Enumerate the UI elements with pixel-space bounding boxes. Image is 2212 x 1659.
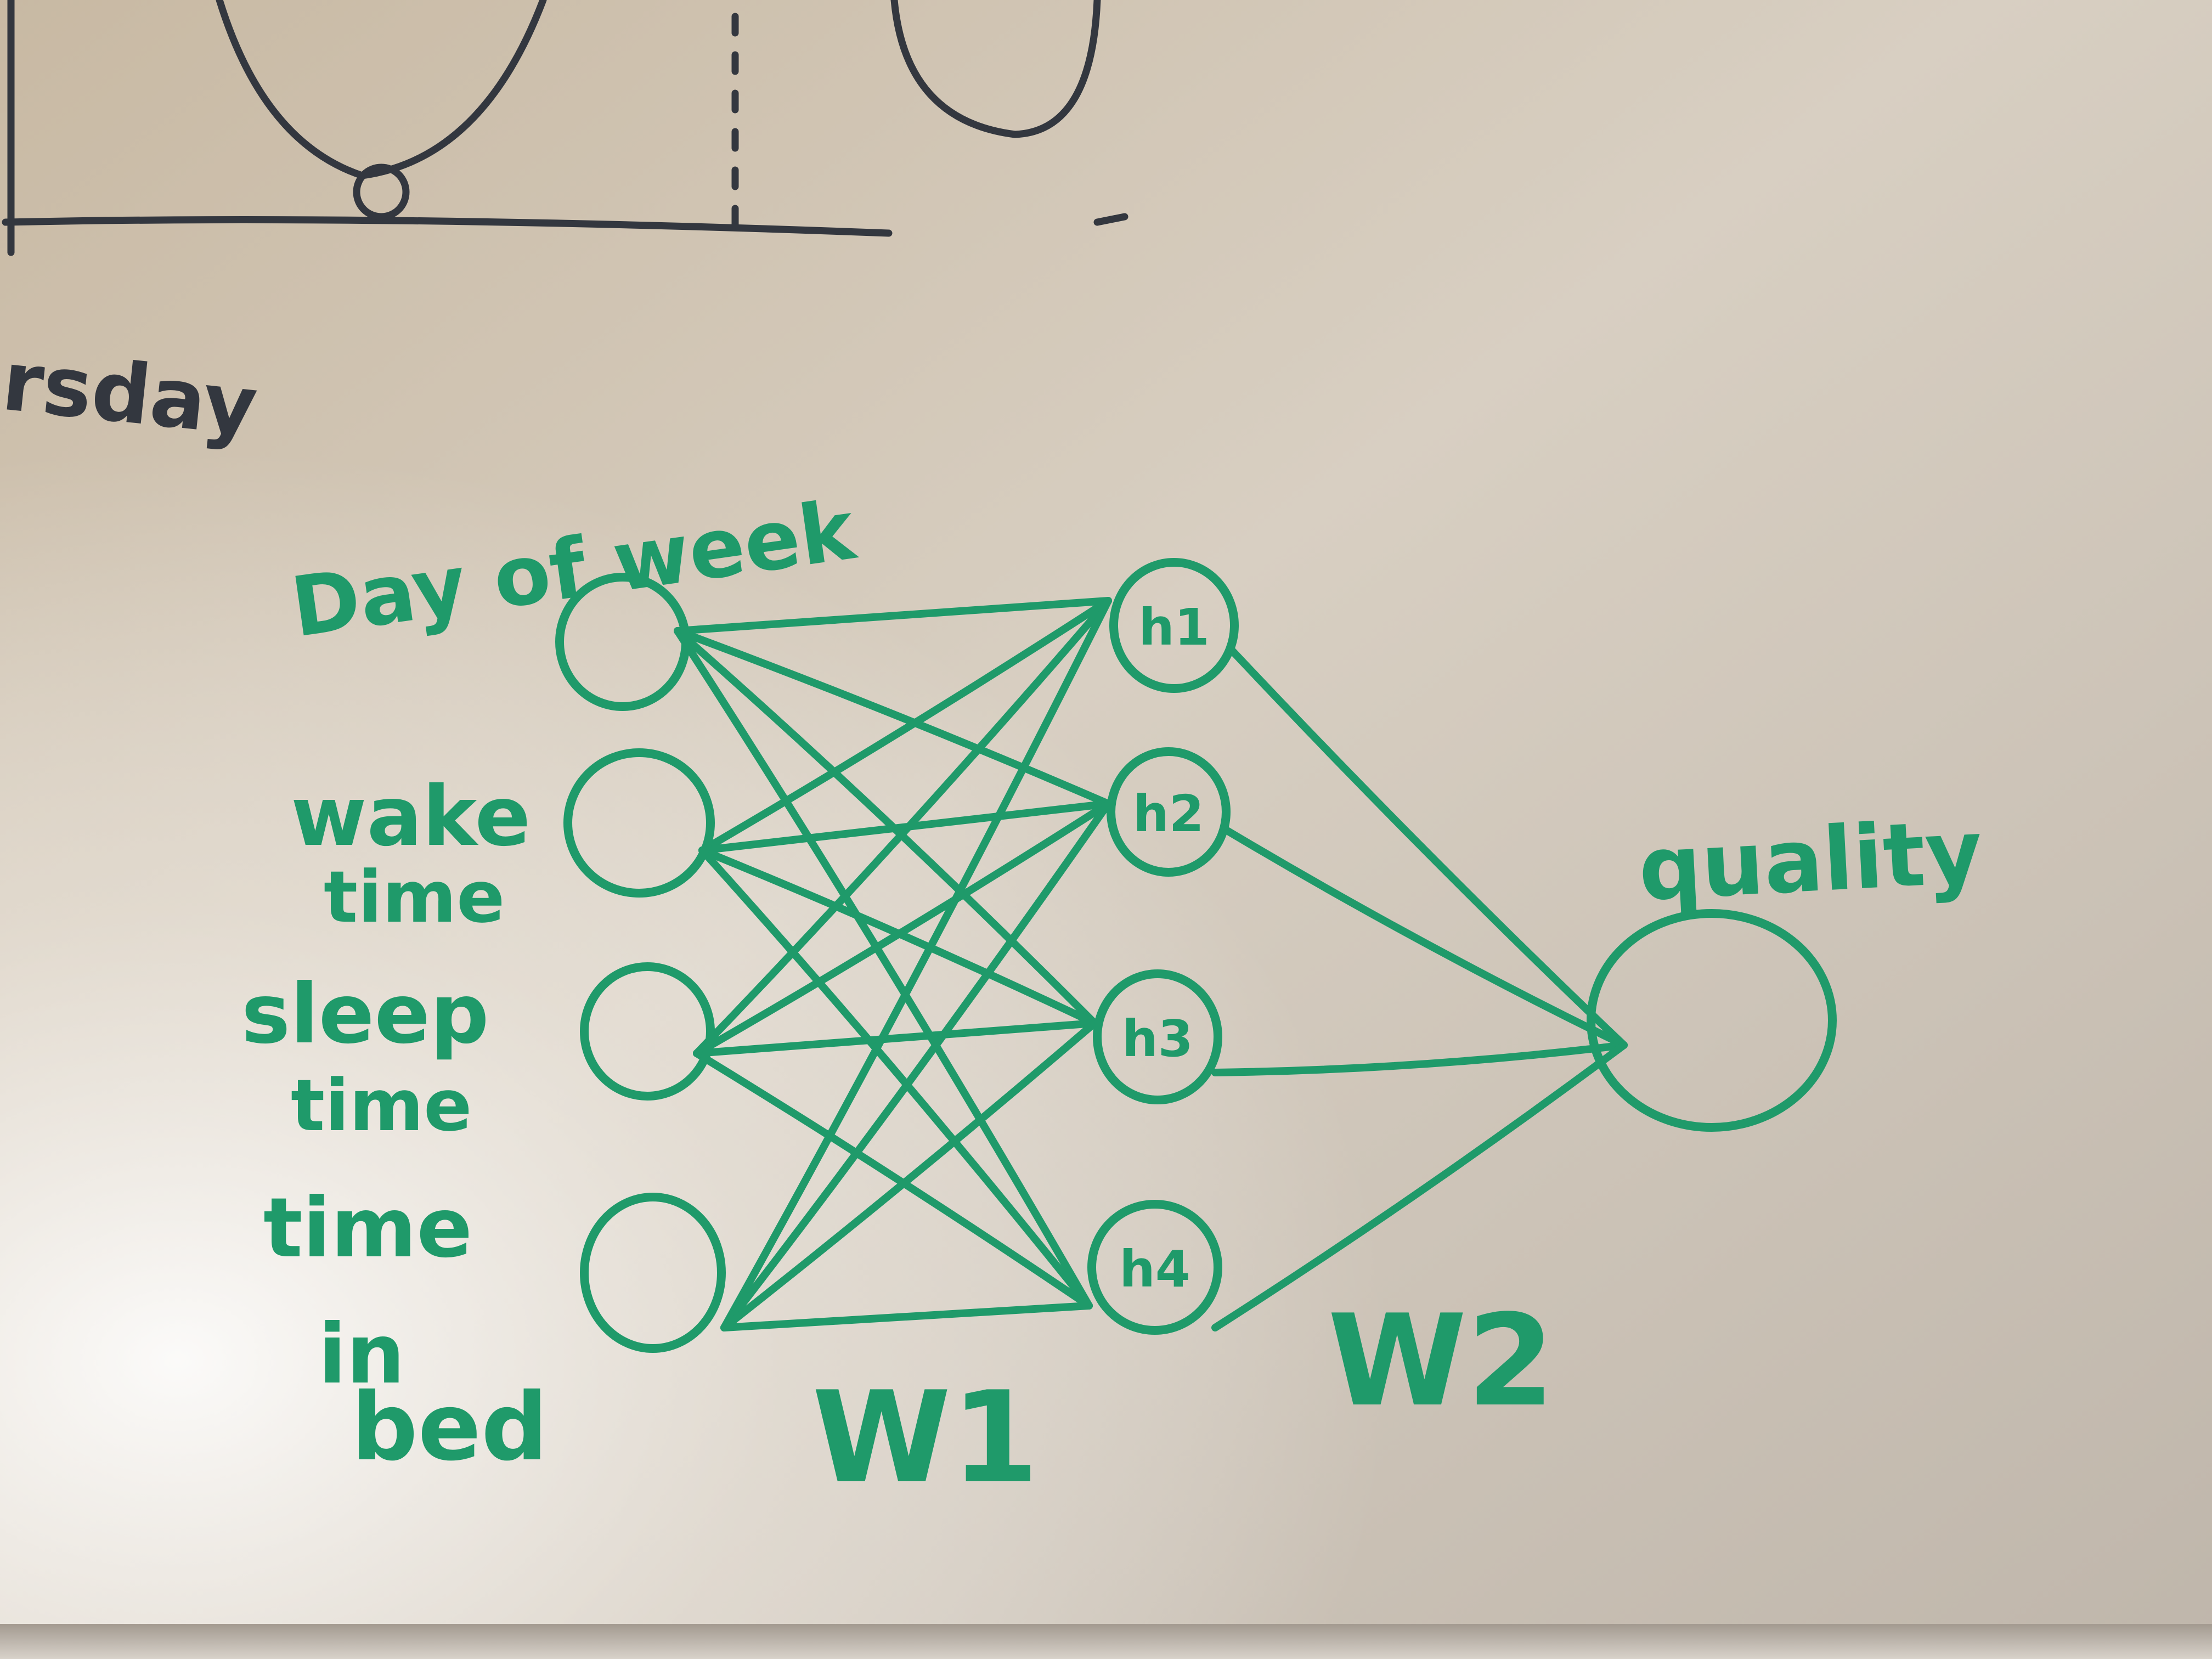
output-label-quality: quality (1636, 800, 1985, 921)
hidden-label-h1: h1 (1138, 598, 1210, 657)
input-layer (555, 573, 726, 1353)
input-label-wake: wake (291, 769, 531, 865)
weight-label-w1: W1 (812, 1365, 1039, 1511)
hidden-label-h2: h2 (1133, 785, 1204, 843)
input-node-sleep-time (580, 962, 715, 1101)
edge-in2-h1 (698, 597, 1112, 854)
edge-h2-out (1220, 825, 1628, 1049)
edge-in2-h4 (698, 847, 1093, 1310)
input-label-sleep: sleep (241, 967, 489, 1062)
input-node-time-in-bed (580, 1193, 726, 1353)
edge-h1-out (1228, 646, 1628, 1049)
input-label-wake-time: time (324, 855, 505, 939)
edge-in4-h2 (720, 800, 1112, 1331)
sketch-mark (1093, 213, 1128, 226)
input-label-time: time (263, 1181, 472, 1276)
top-sketch (2, 0, 1128, 256)
edge-in1-h1 (674, 597, 1112, 635)
weight-label-w2: W2 (1328, 1288, 1555, 1435)
hidden-node-h3 (1093, 969, 1222, 1104)
edge-in3-h1 (693, 597, 1112, 1057)
edge-in3-h4 (693, 1049, 1093, 1310)
output-node-quality (1587, 909, 1837, 1132)
edge-h3-out (1211, 1041, 1628, 1076)
edge-in4-h3 (720, 1019, 1098, 1331)
sketch-point (353, 163, 410, 221)
edge-in4-h4 (720, 1302, 1093, 1331)
input-node-day-of-week (555, 573, 690, 711)
hidden-node-h4 (1087, 1200, 1222, 1335)
edge-in1-h4 (674, 627, 1093, 1310)
edge-in1-h2 (674, 627, 1112, 808)
hidden-label-h3: h3 (1122, 1009, 1193, 1068)
w1-connections (674, 597, 1112, 1331)
hidden-label-h4: h4 (1119, 1240, 1190, 1299)
hidden-layer (1087, 558, 1239, 1335)
input-label-sleep-time: time (291, 1064, 472, 1147)
hidden-node-h2 (1107, 747, 1231, 877)
edge-in1-h3 (674, 627, 1098, 1027)
sketch-curve-right (890, 0, 1101, 138)
board-ledge (0, 1624, 2212, 1659)
edge-in3-h3 (693, 1019, 1098, 1057)
input-node-wake-time (563, 748, 715, 898)
input-label-bed: bed (351, 1373, 548, 1482)
edge-h4-out (1211, 1041, 1628, 1331)
edge-in4-h1 (720, 597, 1112, 1331)
edge-in3-h2 (693, 800, 1112, 1057)
sketch-axis (2, 216, 893, 237)
hidden-node-h1 (1109, 558, 1239, 693)
w2-connections (1211, 646, 1628, 1331)
input-label-in: in (318, 1307, 405, 1402)
